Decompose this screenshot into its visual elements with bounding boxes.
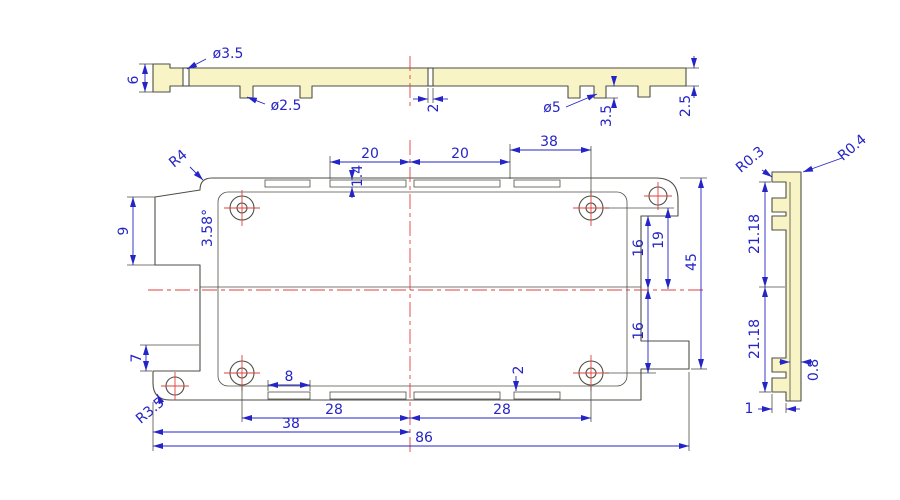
dim-label-w28a: 28 — [325, 402, 343, 418]
dim-label-w2: 2 — [426, 104, 442, 113]
top-slot-3 — [413, 179, 501, 188]
side-section-profile — [771, 171, 802, 402]
dim-label-h9: 9 — [116, 227, 132, 236]
dim-label-h16top: 16 — [631, 239, 647, 257]
dim-label-r04: R0.4 — [835, 131, 870, 164]
dim-leader-r4 — [189, 166, 204, 181]
dim-label-h6: 6 — [126, 75, 142, 84]
dim-label-h2118top: 21.18 — [747, 214, 763, 254]
bottom-slot-2 — [329, 391, 407, 400]
side-section-view: R0.4 R0.3 21.18 21.18 0.8 1 — [733, 131, 870, 417]
dim-leader-r04 — [802, 157, 843, 173]
dim-leader-dia35 — [186, 58, 207, 70]
dim-label-h35: 3.5 — [599, 105, 615, 127]
dim-label-w38top: 38 — [540, 134, 558, 150]
top-slot-1 — [264, 179, 311, 188]
hole-bottom-left — [224, 355, 260, 391]
hole-top-right — [573, 190, 609, 226]
dim-label-slot14: 1.4 — [350, 165, 366, 187]
dim-label-dia35: ø3.5 — [213, 46, 244, 62]
top-slot-2 — [329, 179, 407, 188]
dim-label-w86: 86 — [415, 430, 433, 446]
top-slot-4 — [513, 179, 561, 188]
front-outline — [152, 177, 690, 401]
top-hole-slot-left — [182, 67, 190, 87]
dim-label-w8: 8 — [285, 369, 294, 385]
dim-leader-r35 — [156, 393, 165, 405]
top-section-profile — [152, 63, 687, 99]
dim-label-w20a: 20 — [361, 146, 379, 162]
dim-leader-r03 — [761, 168, 773, 178]
dim-label-dia5: ø5 — [543, 100, 560, 116]
front-view: 20 20 38 1.4 19 16 45 16 9 7 R4 — [116, 134, 707, 452]
dim-label-angle: 3.58° — [200, 209, 216, 247]
top-section-view: ø3.5 6 ø2.5 2 ø5 3.5 2.5 — [126, 46, 699, 127]
dim-label-dia25: ø2.5 — [271, 98, 302, 114]
dim-label-r4: R4 — [166, 147, 191, 171]
top-hole-slot-center — [427, 67, 434, 87]
dim-label-w20b: 20 — [451, 146, 469, 162]
hole-top-left — [224, 190, 260, 226]
bottom-slot-3 — [413, 391, 501, 400]
dim-label-h25: 2.5 — [678, 95, 694, 117]
dim-label-h19: 19 — [651, 231, 667, 249]
hole-ear-top-right — [644, 182, 672, 210]
dim-label-w28b: 28 — [493, 402, 511, 418]
dim-label-t08: 0.8 — [806, 359, 822, 381]
dim-label-h7: 7 — [129, 354, 145, 363]
hole-bottom-right — [573, 355, 609, 391]
dim-label-h2118bot: 21.18 — [747, 319, 763, 359]
dim-label-h2: 2 — [511, 366, 527, 375]
dim-label-w1: 1 — [745, 401, 754, 417]
dim-leader-dia5 — [565, 93, 598, 108]
dim-label-h16bot: 16 — [631, 322, 647, 340]
bottom-slot-4 — [513, 391, 561, 400]
dim-label-r03: R0.3 — [733, 144, 768, 177]
bottom-slot-1 — [267, 391, 311, 400]
front-inner-outline — [217, 191, 628, 387]
dim-leader-dia25 — [246, 96, 266, 105]
dim-label-h45: 45 — [684, 253, 700, 271]
hole-ear-bottom-left — [161, 372, 189, 400]
dim-label-w38bot: 38 — [282, 416, 300, 432]
